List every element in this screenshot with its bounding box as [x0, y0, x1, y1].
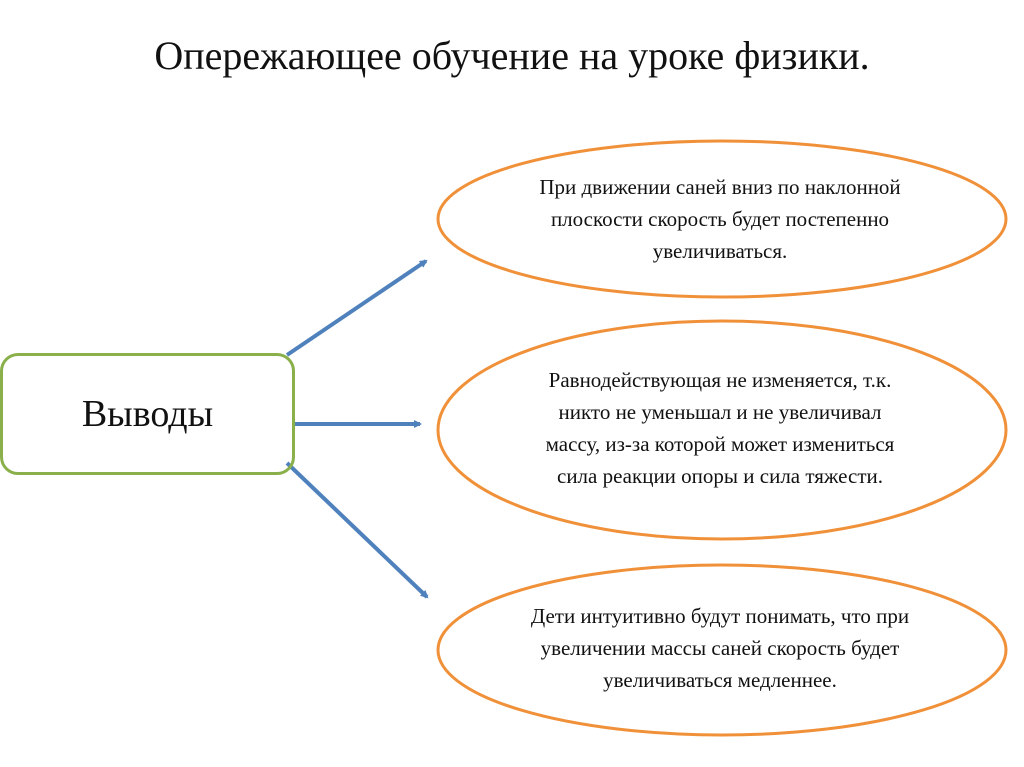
conclusion-2-text: Равнодействующая не изменяется, т.к. ник…	[545, 368, 895, 488]
conclusion-1-text: При движении саней вниз по наклонной пло…	[539, 175, 901, 263]
conclusion-ellipse-1	[436, 139, 1008, 299]
conclusion-ellipse-3	[436, 563, 1008, 737]
slide-title: Опережающее обучение на уроке физики.	[154, 33, 870, 78]
conclusions-label: Выводы	[81, 393, 214, 435]
conclusion-3-text: Дети интуитивно будут понимать, что при …	[530, 604, 910, 692]
conclusions-box: Выводы	[0, 353, 295, 475]
arrow-to-conclusion-3	[285, 461, 429, 599]
conclusion-ellipse-2	[436, 319, 1008, 541]
arrow-to-conclusion-1	[285, 259, 428, 357]
